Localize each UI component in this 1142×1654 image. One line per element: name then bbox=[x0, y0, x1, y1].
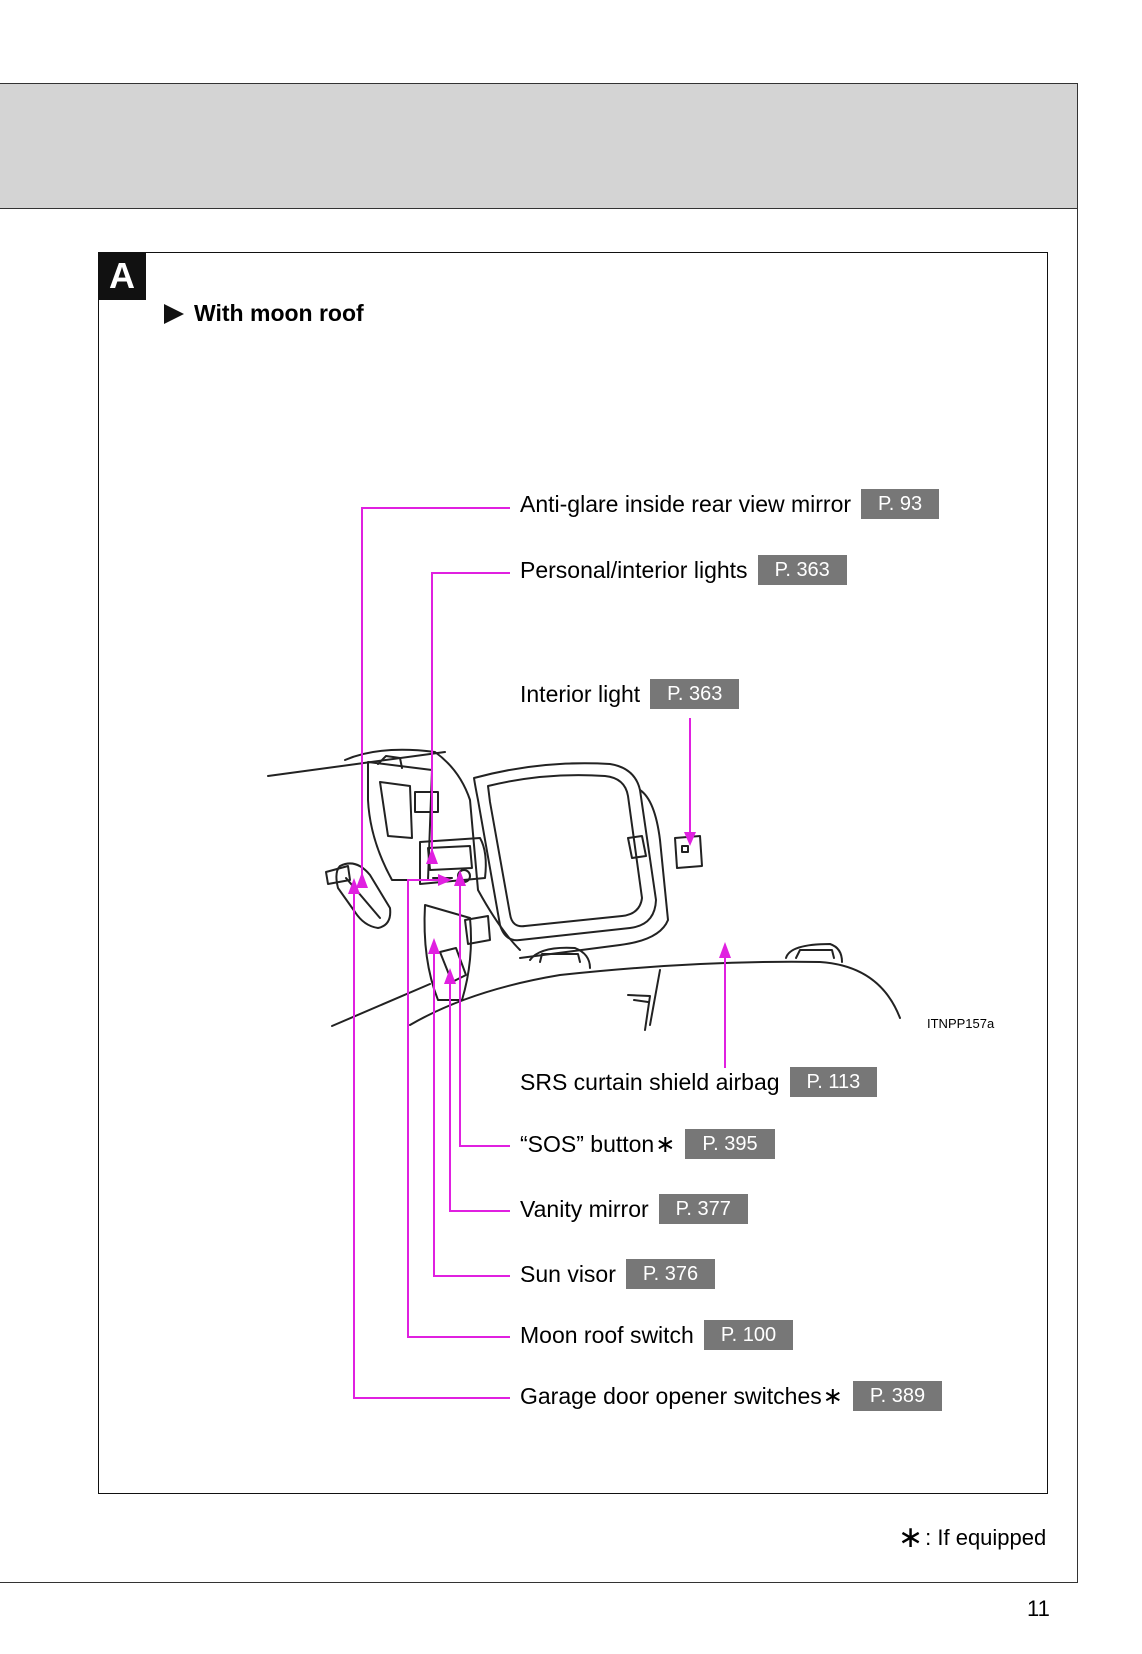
page-right-rule bbox=[1077, 209, 1078, 1583]
footnote-text: : If equipped bbox=[925, 1524, 1047, 1550]
callout-label: SRS curtain shield airbag bbox=[520, 1068, 780, 1095]
page-reference[interactable]: P. 377 bbox=[658, 1194, 748, 1224]
page-reference[interactable]: P. 395 bbox=[685, 1129, 775, 1159]
page-reference[interactable]: P. 389 bbox=[852, 1381, 943, 1411]
section-badge: A bbox=[98, 252, 146, 300]
callout-srs-curtain-airbag: SRS curtain shield airbag P. 113 bbox=[520, 1066, 878, 1098]
callout-rear-view-mirror: Anti-glare inside rear view mirror P. 93 bbox=[520, 488, 940, 520]
section-subtitle: With moon roof bbox=[164, 300, 364, 327]
callout-personal-interior-lights: Personal/interior lights P. 363 bbox=[520, 554, 847, 586]
page-reference[interactable]: P. 100 bbox=[703, 1320, 794, 1350]
asterisk-mark: ∗ bbox=[822, 1382, 843, 1410]
callout-label: Anti-glare inside rear view mirror bbox=[520, 490, 852, 517]
callout-sun-visor: Sun visor P. 376 bbox=[520, 1258, 716, 1290]
callout-moon-roof-switch: Moon roof switch P. 100 bbox=[520, 1319, 794, 1351]
asterisk-mark: ∗ bbox=[655, 1130, 676, 1158]
figure-code: ITNPP157a bbox=[927, 1016, 995, 1031]
header-band bbox=[0, 83, 1078, 209]
callout-label: Sun visor bbox=[520, 1260, 616, 1287]
callout-sos-button: “SOS” button ∗ P. 395 bbox=[520, 1128, 775, 1160]
subtitle-text: With moon roof bbox=[194, 300, 364, 326]
footnote: ∗ : If equipped bbox=[898, 1520, 1046, 1555]
page-reference[interactable]: P. 376 bbox=[625, 1259, 716, 1289]
callout-label: Interior light bbox=[520, 680, 641, 707]
callout-garage-door-opener: Garage door opener switches ∗ P. 389 bbox=[520, 1380, 943, 1412]
footnote-symbol: ∗ bbox=[898, 1521, 924, 1554]
page-number: 11 bbox=[1027, 1596, 1050, 1621]
callout-label: Vanity mirror bbox=[520, 1195, 649, 1222]
triangle-bullet-icon bbox=[164, 303, 184, 324]
callout-label: “SOS” button bbox=[520, 1130, 655, 1157]
section-box bbox=[98, 252, 1048, 1494]
callout-vanity-mirror: Vanity mirror P. 377 bbox=[520, 1193, 748, 1225]
page-reference[interactable]: P. 93 bbox=[861, 489, 940, 519]
callout-label: Moon roof switch bbox=[520, 1321, 694, 1348]
page-reference[interactable]: P. 363 bbox=[757, 555, 847, 585]
callout-label: Personal/interior lights bbox=[520, 556, 748, 583]
callout-interior-light: Interior light P. 363 bbox=[520, 678, 740, 710]
page-reference[interactable]: P. 113 bbox=[789, 1067, 878, 1097]
page-reference[interactable]: P. 363 bbox=[650, 679, 740, 709]
page-bottom-rule bbox=[0, 1582, 1078, 1583]
callout-label: Garage door opener switches bbox=[520, 1382, 822, 1409]
